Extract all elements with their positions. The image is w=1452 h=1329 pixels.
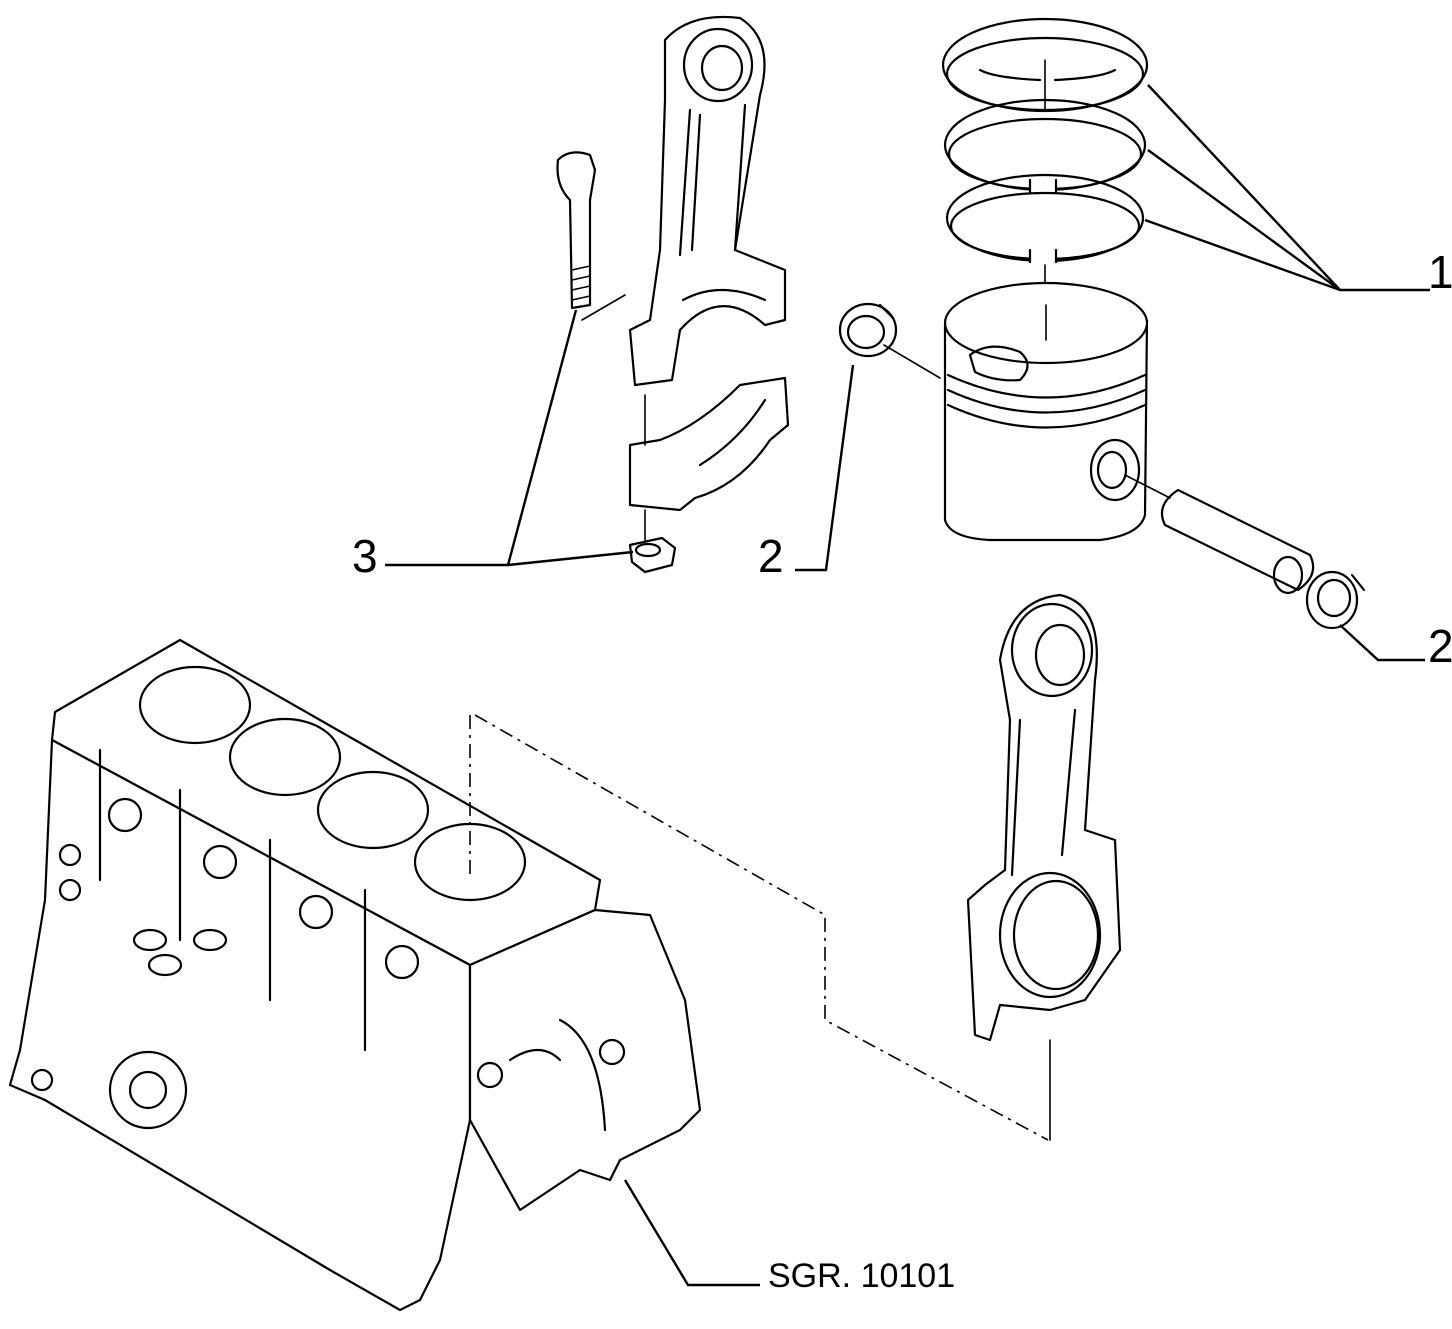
- con-rod-nut: [628, 536, 677, 574]
- callout-2-left: 2: [758, 530, 784, 582]
- connecting-rod-upper: [628, 15, 790, 541]
- circlip-left: [838, 302, 941, 379]
- piston-rings: [941, 17, 1149, 291]
- callout-1: 1: [1428, 246, 1452, 298]
- assembly-line: [469, 714, 1049, 1141]
- connecting-rod-assembled: [966, 593, 1122, 1141]
- piston-pin: [1124, 474, 1315, 595]
- piston: [943, 281, 1149, 542]
- reference-label: SGR. 10101: [768, 1257, 955, 1295]
- circlip-right: [1305, 570, 1366, 630]
- callout-3: 3: [352, 530, 378, 582]
- leader-lines: [385, 84, 1430, 1287]
- engine-block: [8, 638, 702, 1312]
- callout-2-right: 2: [1428, 620, 1452, 672]
- con-rod-bolt: [556, 151, 626, 321]
